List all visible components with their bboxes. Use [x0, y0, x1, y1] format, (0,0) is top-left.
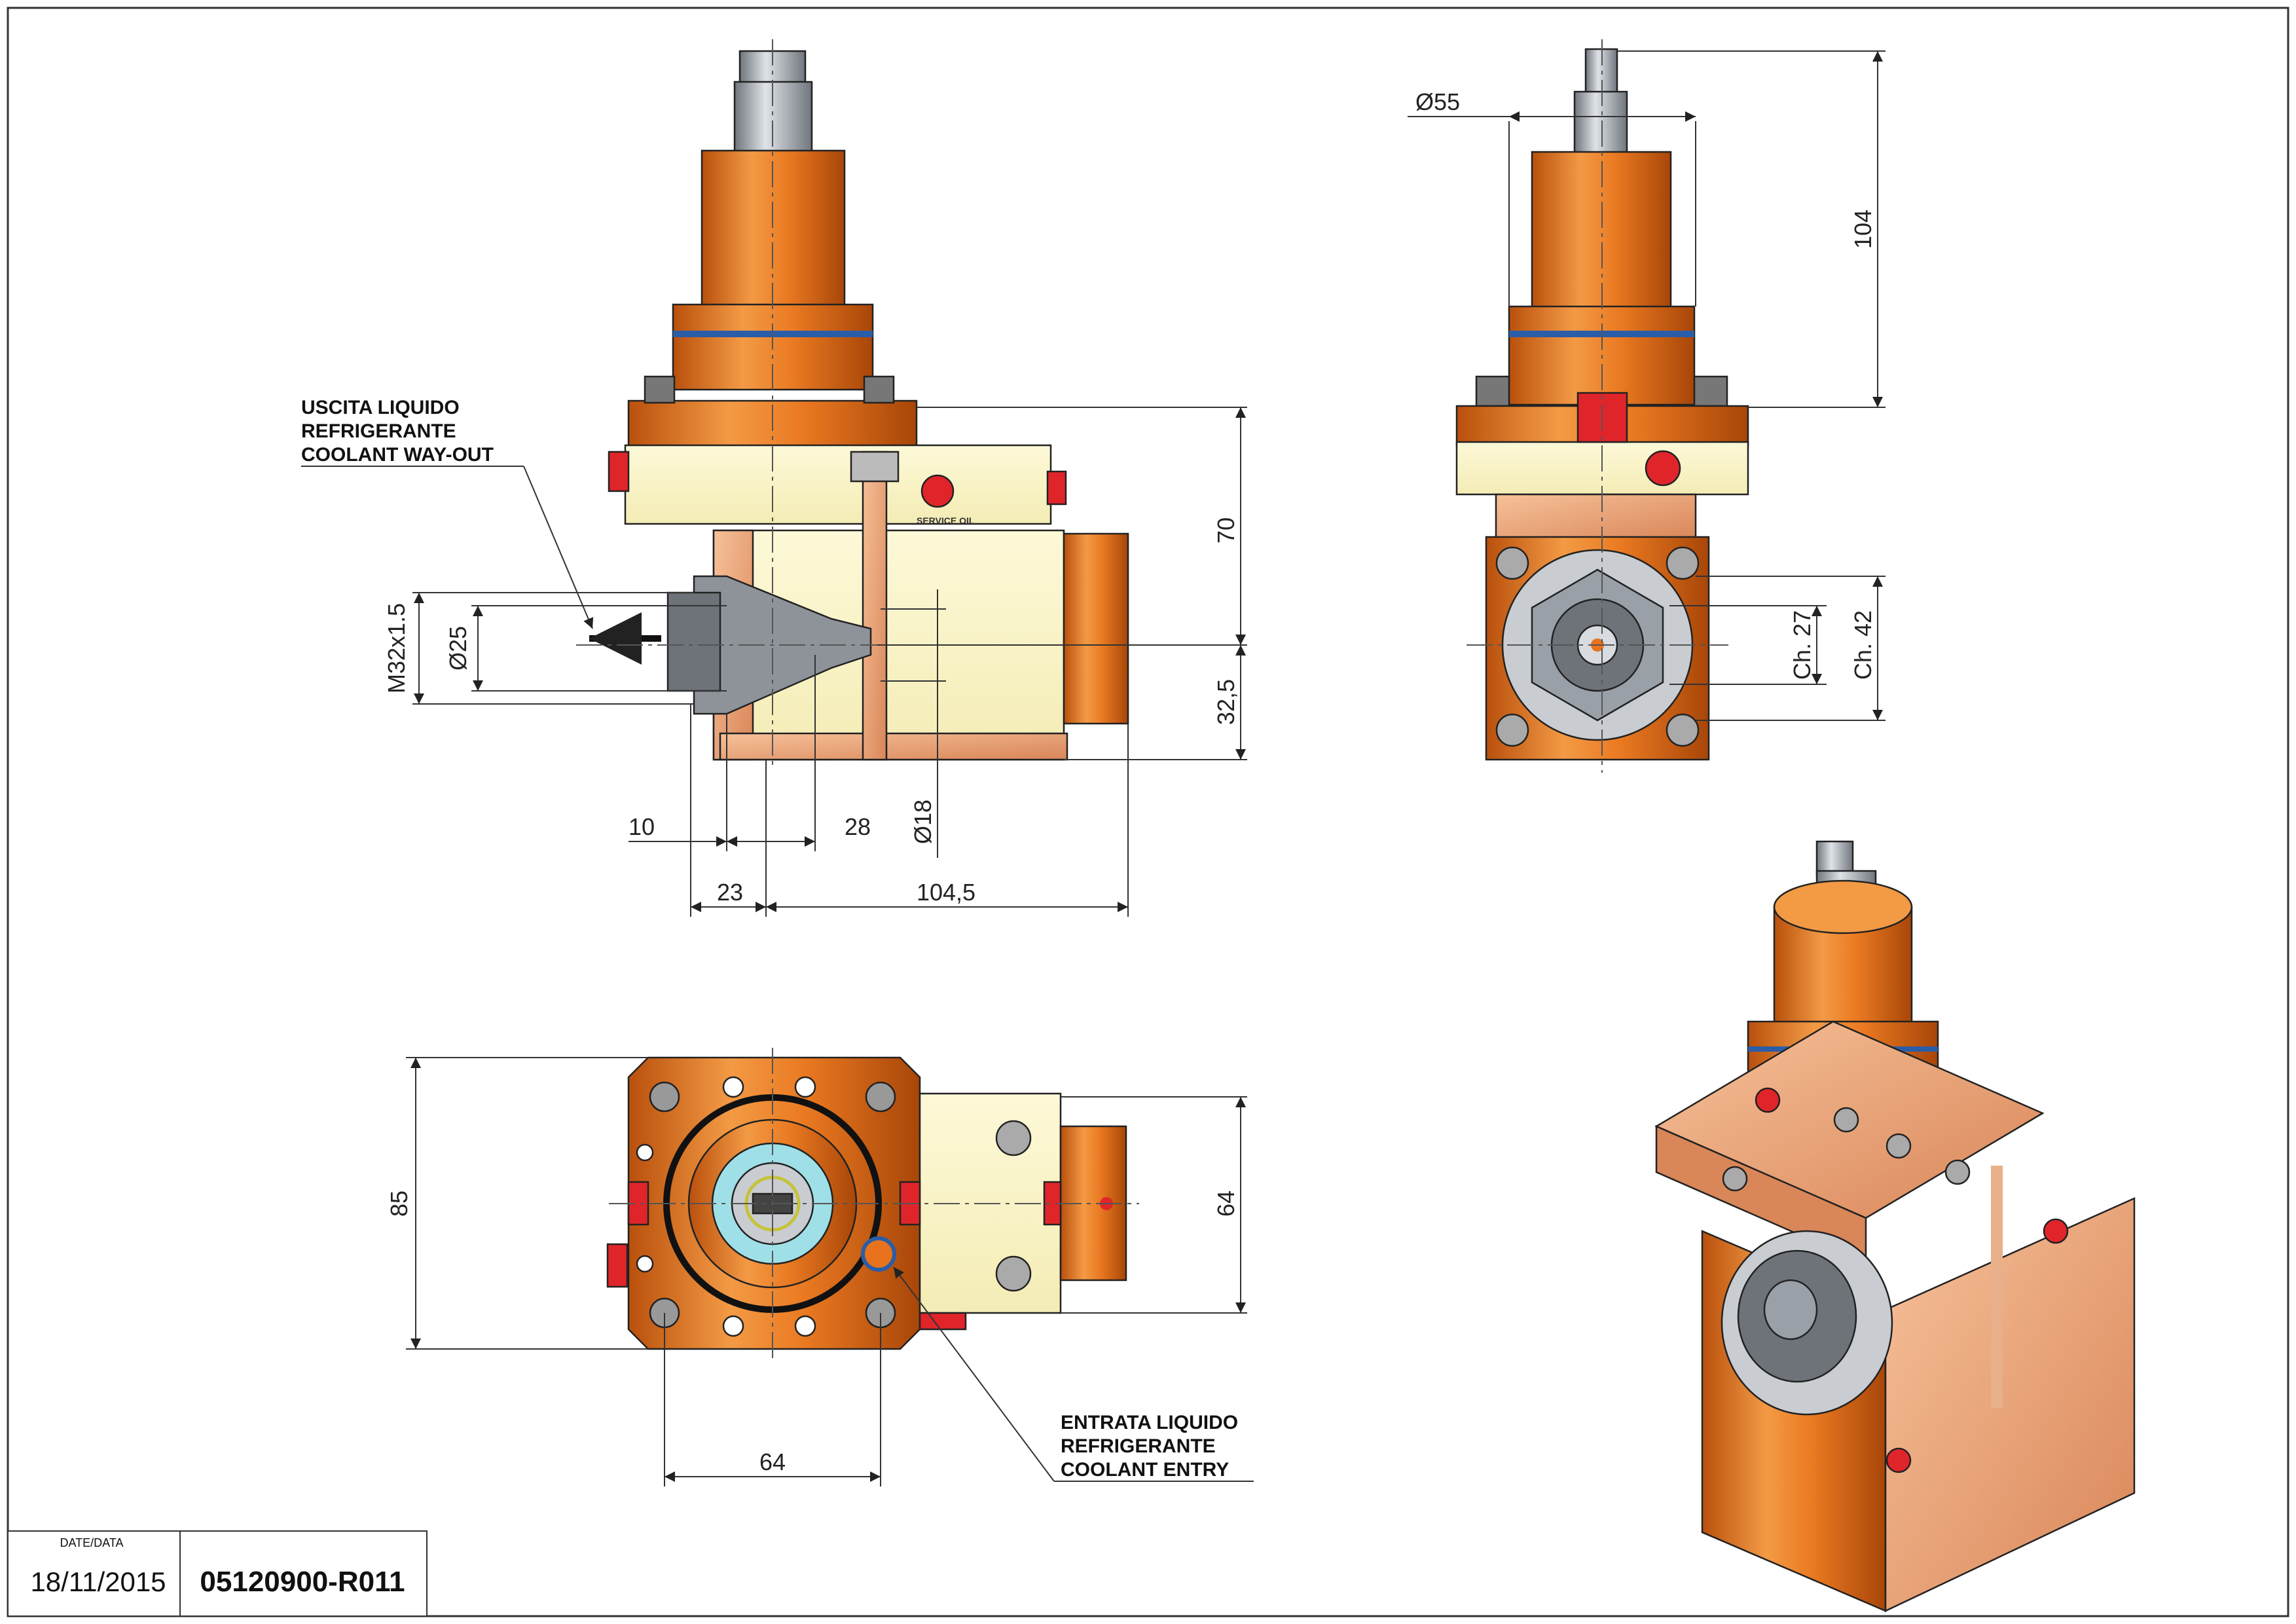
side-red-cap-screw [1645, 450, 1681, 487]
top-red-plug-outer [606, 1243, 629, 1288]
dim-32-5: 32,5 [1212, 679, 1239, 725]
side-screw-br [1666, 713, 1700, 747]
front-coolant-fitting [850, 451, 900, 483]
side-bolt-right [1693, 375, 1728, 407]
dim-d25: Ø25 [445, 626, 471, 671]
title-block-date-label: DATE/DATA [60, 1536, 123, 1549]
drawing-border [7, 7, 2289, 1617]
front-view: SERVICE OIL [576, 39, 1129, 769]
front-dimensions: 70 32,5 M32x1.5 Ø25 Ø18 10 28 23 104,5 [383, 407, 1247, 917]
front-red-plug-right [1046, 470, 1067, 506]
dim-104: 104 [1850, 210, 1876, 249]
top-bolt-tr [865, 1081, 896, 1113]
iso-red-screw-1 [1755, 1087, 1781, 1113]
dim-70: 70 [1212, 517, 1239, 544]
top-cap-screw-lower [995, 1255, 1032, 1292]
front-part-marking: SERVICE OIL [917, 515, 975, 526]
front-bolt-left [644, 375, 676, 404]
top-hole-6 [636, 1255, 654, 1273]
top-hole-1 [722, 1076, 744, 1098]
top-hole-3 [722, 1315, 744, 1337]
dim-ch42: Ch. 42 [1850, 610, 1876, 680]
dim-85: 85 [386, 1190, 412, 1217]
top-cap-screw-upper [995, 1120, 1032, 1156]
dim-64-horizontal: 64 [759, 1449, 786, 1475]
note-coolant-in: ENTRATA LIQUIDO REFRIGERANTE COOLANT ENT… [893, 1266, 1254, 1482]
side-screw-bl [1495, 713, 1529, 747]
front-copper-base [719, 732, 1068, 761]
front-coolant-tube [862, 451, 888, 761]
iso-spindle-tip [1815, 840, 1854, 876]
dim-d18: Ø18 [909, 800, 936, 844]
note-coolant-out-line-2: REFRIGERANTE [301, 420, 456, 442]
front-red-cap-screw [920, 474, 955, 508]
note-coolant-in-line-3: COOLANT ENTRY [1061, 1459, 1229, 1481]
title-block-code: 05120900-R011 [200, 1566, 405, 1598]
iso-screw-1 [1833, 1107, 1859, 1133]
note-coolant-out-line-3: COOLANT WAY-OUT [301, 444, 494, 466]
iso-red-screw-3 [1886, 1447, 1912, 1473]
side-screw-tr [1666, 546, 1700, 580]
dim-64-vertical: 64 [1212, 1190, 1239, 1217]
top-hole-5 [636, 1143, 654, 1162]
front-orange-right-end [1063, 532, 1129, 725]
top-dimensions: 85 64 64 [386, 1057, 1247, 1486]
dim-d55: Ø55 [1415, 88, 1460, 115]
side-bolt-left [1475, 375, 1510, 407]
top-bolt-tl [649, 1081, 680, 1113]
iso-main-block-front [1884, 1197, 2136, 1612]
note-coolant-in-line-1: ENTRATA LIQUIDO [1061, 1412, 1238, 1433]
front-cream-plate [624, 444, 1052, 525]
dim-104-5: 104,5 [917, 879, 975, 906]
front-bolt-right [863, 375, 895, 404]
iso-collet-bore [1763, 1279, 1818, 1340]
note-coolant-in-line-2: REFRIGERANTE [1061, 1435, 1216, 1457]
note-coolant-out: USCITA LIQUIDO REFRIGERANTE COOLANT WAY-… [301, 397, 594, 629]
dim-10: 10 [629, 813, 655, 840]
iso-screw-2 [1886, 1133, 1912, 1159]
side-spindle-shaft [1573, 90, 1628, 158]
isometric-view [1654, 840, 2136, 1612]
top-hole-2 [794, 1076, 816, 1098]
top-red-plug-bottom [919, 1312, 967, 1331]
iso-screw-4 [1722, 1166, 1748, 1192]
dim-m32: M32x1.5 [383, 603, 410, 693]
dim-28: 28 [845, 813, 871, 840]
front-red-plug-left [608, 451, 630, 492]
title-block-date: 18/11/2015 [30, 1566, 166, 1597]
side-neck [1495, 493, 1697, 542]
dim-ch27: Ch. 27 [1789, 610, 1815, 680]
top-view [606, 1048, 1139, 1362]
iso-red-screw-2 [2043, 1218, 2069, 1244]
iso-upper-body-top [1773, 879, 1913, 934]
title-block-frame [7, 1530, 428, 1617]
title-block: DATE/DATA 18/11/2015 05120900-R011 [7, 1530, 428, 1617]
side-view [1455, 39, 1749, 773]
dim-23: 23 [717, 879, 743, 906]
side-dimensions: 104 Ø55 Ch. 27 Ch. 42 [1408, 50, 1886, 721]
side-screw-tl [1495, 546, 1529, 580]
note-coolant-out-line-1: USCITA LIQUIDO [301, 397, 460, 418]
iso-screw-3 [1944, 1159, 1971, 1185]
top-hole-4 [794, 1315, 816, 1337]
front-collet-nut [666, 591, 721, 692]
top-coolant-entry-port [861, 1236, 896, 1272]
